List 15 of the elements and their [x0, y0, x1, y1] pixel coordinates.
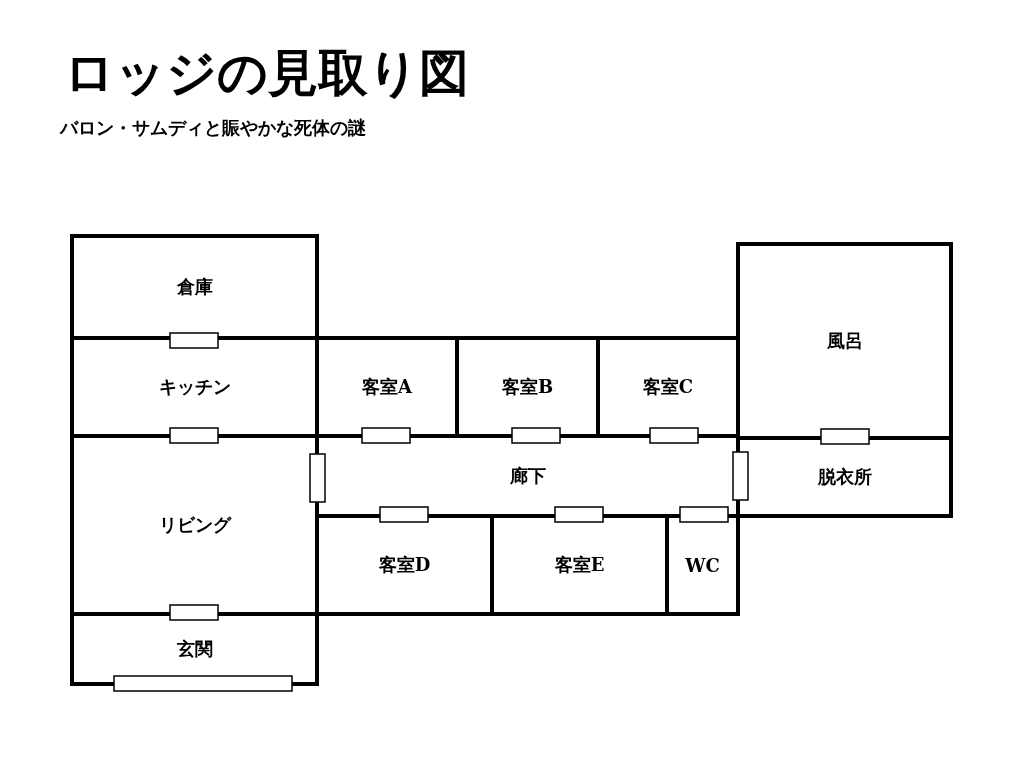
- room-label: 廊下: [509, 464, 546, 488]
- title: ロッジの見取り図: [64, 42, 469, 104]
- room-label: 玄関: [176, 637, 213, 661]
- room-label: 客室A: [362, 375, 412, 399]
- room-label: 脱衣所: [817, 465, 872, 489]
- room-label: WC: [685, 554, 720, 576]
- room-label: 客室D: [378, 553, 431, 577]
- room-label: 客室B: [501, 375, 554, 399]
- room-label: 客室C: [642, 375, 694, 399]
- room-label: 倉庫: [176, 275, 213, 299]
- room-label: リビング: [158, 513, 231, 537]
- room-label: 客室E: [554, 553, 605, 577]
- room-label: キッチン: [158, 375, 231, 399]
- room-label: 風呂: [826, 329, 863, 353]
- subtitle: バロン・サムディと賑やかな死体の謎: [60, 116, 366, 140]
